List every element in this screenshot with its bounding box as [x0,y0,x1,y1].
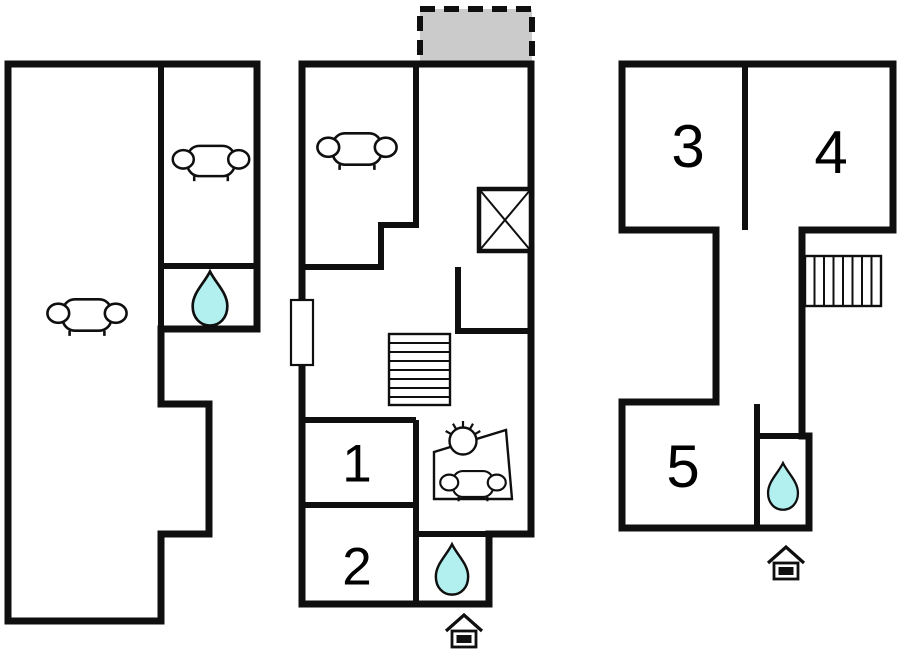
terrace-area [417,6,535,67]
building-c-outline [618,60,897,532]
water-drop-icon [434,543,470,596]
room-3-label: 3 [671,113,704,180]
lamp-icon [445,421,481,456]
stairs-icon [387,332,452,407]
void-icon [476,186,534,254]
sofa-icon [316,132,398,172]
sloped-alcove [432,421,514,503]
building-a-outline [4,60,261,625]
stairs-icon [803,254,883,308]
room-2-label: 2 [342,538,371,597]
room-4-label: 4 [814,119,847,186]
building-b-lounge-wall [302,64,419,270]
sofa-icon [171,144,251,183]
window-marker [289,298,315,367]
room-5-label: 5 [666,433,699,500]
building-b-hall-wall [455,267,531,334]
sofa-icon [46,298,128,338]
entrance-icon [766,545,806,581]
water-drop-icon [191,270,229,327]
entrance-icon [444,613,484,649]
water-drop-icon [766,461,800,511]
room-1-label: 1 [342,435,371,494]
